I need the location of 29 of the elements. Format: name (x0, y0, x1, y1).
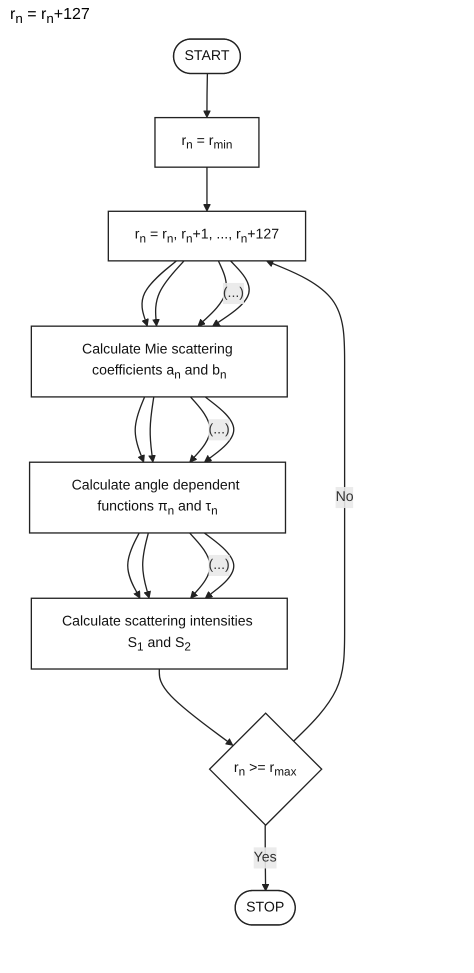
arrow (189, 532, 211, 599)
node-diamond: r$_{n}$ >= r$_{max}$ (208, 712, 323, 826)
edge-label: (...) (208, 422, 230, 438)
edge-label: (...) (208, 558, 230, 573)
arrow (142, 532, 152, 599)
arrow (266, 260, 346, 742)
edge-label: No (336, 490, 354, 505)
arrow (203, 74, 211, 118)
node-box: Calculate Mie scattering coefficients a$_{n}$ and b$_{n}$ (30, 326, 288, 398)
arrow (204, 396, 234, 463)
edge-label: (...) (222, 286, 244, 301)
node-box: Calculate angle dependent functions π$_{n}$ and τ$_{n}$ (28, 462, 286, 534)
arrow (152, 260, 185, 327)
edge-label: Yes (254, 850, 277, 866)
arrow (204, 532, 234, 599)
arrow (262, 825, 270, 892)
arrow (198, 260, 227, 327)
node-box: r$_{n}$ = r$_{n}$, r$_{n}$+1, ..., r$_{n}$+127 (108, 210, 306, 262)
loop-label: r$_{n}$ = r$_{n}$+127 (10, 6, 90, 26)
arrow (158, 669, 234, 746)
arrow (189, 396, 211, 463)
arrow (127, 532, 140, 599)
arrow (148, 397, 156, 463)
arrow (141, 260, 177, 327)
node-box: Calculate scattering intensities S$_{1}$ and S$_{2}$ (30, 598, 288, 670)
arrow (134, 396, 146, 463)
arrow (203, 167, 211, 212)
arrow (212, 260, 250, 327)
node-box: r$_{n}$ = r$_{min}$ (154, 117, 260, 168)
